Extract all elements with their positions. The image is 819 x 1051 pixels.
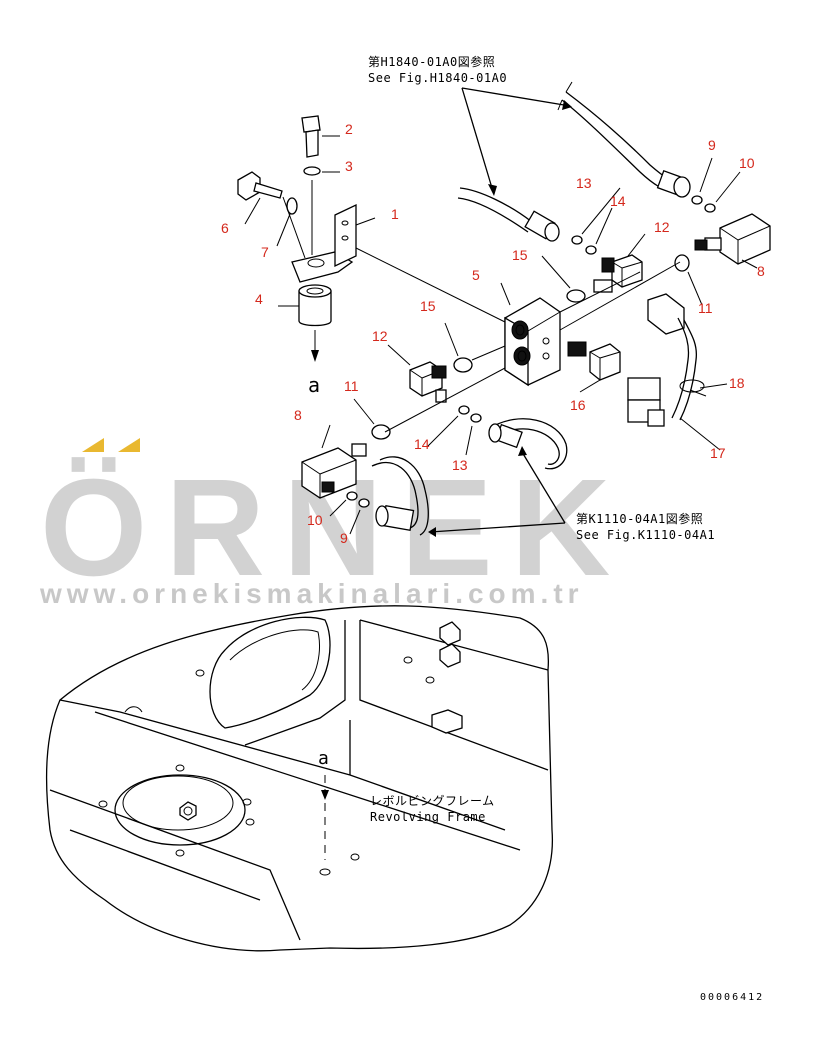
callout-12b: 12	[372, 328, 388, 344]
callout-16: 16	[570, 397, 586, 413]
frame-label-jp: レボルビングフレーム	[370, 794, 495, 808]
frame-label-en: Revolving Frame	[370, 810, 486, 824]
callout-18: 18	[729, 375, 745, 391]
callout-14b: 14	[414, 436, 430, 452]
valve-lower-left	[301, 443, 367, 499]
washer-side	[286, 197, 298, 215]
callout-13a: 13	[576, 175, 592, 191]
valve-upper-right	[694, 213, 771, 265]
manifold-block	[504, 297, 561, 387]
spacer	[298, 290, 332, 327]
callout-9a: 9	[708, 137, 716, 153]
sensor-upper	[593, 254, 643, 293]
hoses	[371, 81, 691, 536]
bolt	[301, 115, 321, 133]
callout-13b: 13	[452, 457, 468, 473]
bracket-assembly	[237, 115, 357, 362]
callout-6: 6	[221, 220, 229, 236]
drawing-code: 00006412	[700, 992, 764, 1003]
sensor-left	[409, 361, 447, 403]
callout-3: 3	[345, 158, 353, 174]
watermark-accent-right	[118, 438, 140, 452]
ref-top-en: See Fig.H1840-01A0	[368, 71, 507, 85]
callout-17: 17	[710, 445, 726, 461]
pressure-switch	[567, 341, 621, 381]
watermark-url: www.ornekismakinalari.com.tr	[39, 578, 584, 609]
callout-4: 4	[255, 291, 263, 307]
revolving-frame	[45, 605, 554, 952]
ref-mid-jp: 第K1110-04A1図参照	[576, 511, 703, 526]
callout-15b: 15	[420, 298, 436, 314]
callout-15a: 15	[512, 247, 528, 263]
ref-mid-en: See Fig.K1110-04A1	[576, 528, 715, 542]
callout-8b: 8	[294, 407, 302, 423]
ref-top-jp: 第H1840-01A0図参照	[368, 54, 495, 69]
callout-12a: 12	[654, 219, 670, 235]
wiring-harness	[627, 293, 707, 427]
watermark-accent-left	[82, 438, 104, 452]
callout-7: 7	[261, 244, 269, 260]
view-marker-top: a	[308, 373, 321, 397]
washer	[303, 166, 321, 176]
callout-10b: 10	[307, 512, 323, 528]
reference-arrows	[321, 87, 572, 860]
leader-lines	[244, 135, 758, 535]
valves	[301, 213, 771, 499]
callout-5: 5	[472, 267, 480, 283]
callout-9b: 9	[340, 530, 348, 546]
callout-2: 2	[345, 121, 353, 137]
callout-8a: 8	[757, 263, 765, 279]
callout-14a: 14	[610, 193, 626, 209]
callouts: 1 2 3 4 5 6 7 8 8 9 9 10 10 11 11 12 12 …	[221, 121, 765, 546]
callout-1: 1	[391, 206, 399, 222]
callout-10a: 10	[739, 155, 755, 171]
o-rings	[346, 195, 716, 508]
view-marker-frame: a	[318, 748, 329, 769]
callout-11b: 11	[344, 378, 359, 394]
callout-11a: 11	[698, 300, 713, 316]
